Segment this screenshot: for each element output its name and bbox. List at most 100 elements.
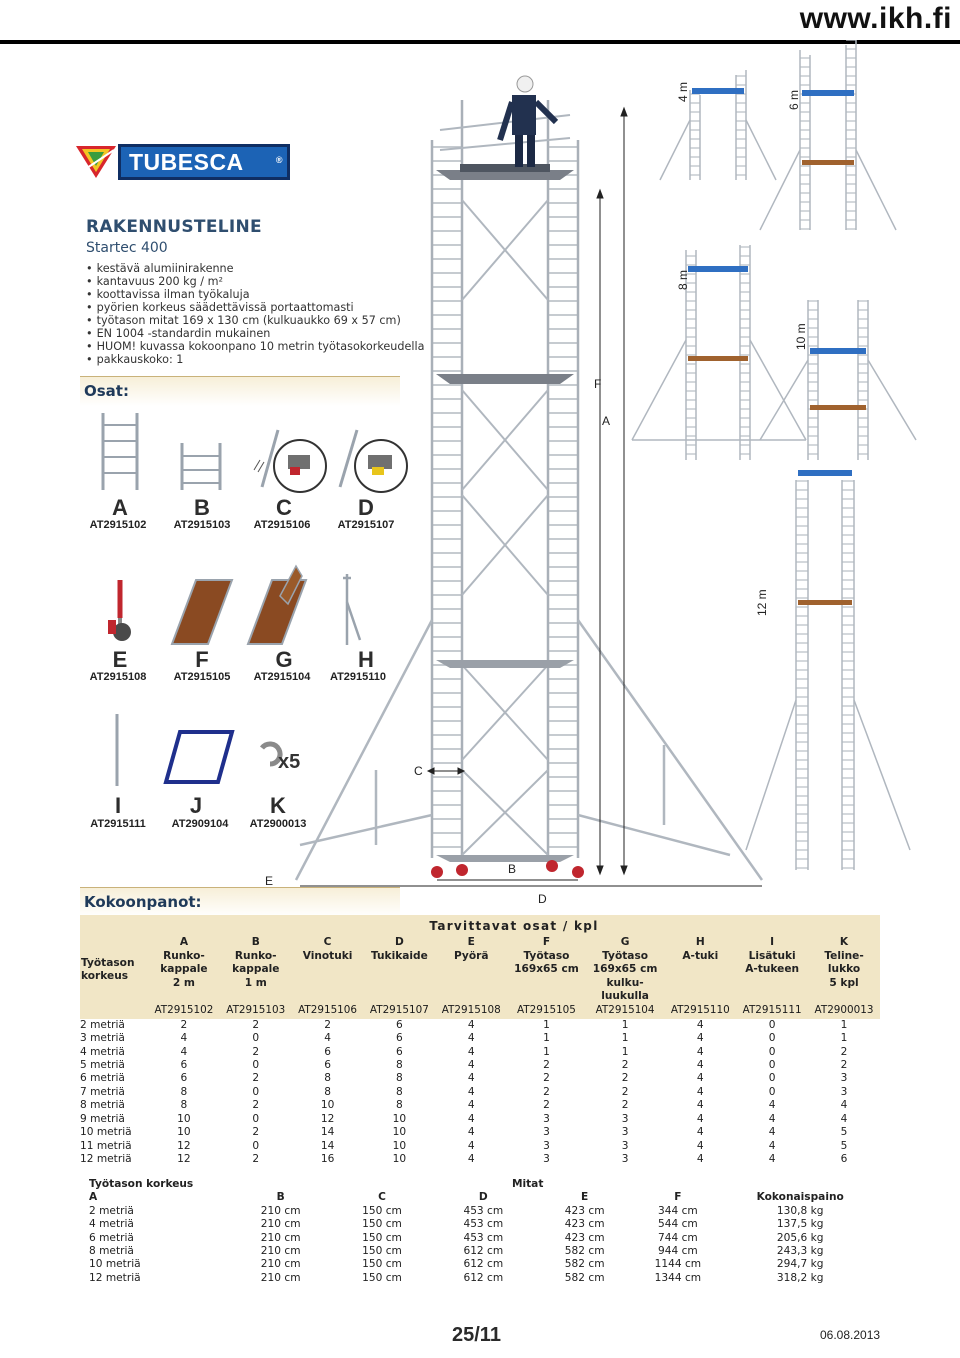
quantity-cell: 3	[840, 1085, 848, 1098]
dim-label-e: E	[265, 874, 274, 888]
part-code-c: AT2915106	[253, 519, 311, 531]
height-label-8m: 8 m	[676, 269, 690, 290]
scaffold-4m-6m	[659, 40, 897, 231]
part-letter-a: A	[112, 495, 128, 520]
height-label-12m: 12 m	[755, 589, 769, 616]
quantity-cell: 4	[696, 1045, 704, 1058]
quantity-cell: 6	[396, 1045, 403, 1058]
main-scaffold-illustration	[294, 40, 917, 887]
quantity-cell: 4	[696, 1059, 704, 1072]
outriggers	[294, 619, 764, 881]
row-height-cell: 6 metriä	[89, 1231, 134, 1244]
dimensions-col-b: B	[276, 1191, 285, 1204]
quantity-cell: 4	[467, 1032, 475, 1045]
quantity-cell: 2	[252, 1045, 260, 1058]
feature-item: koottavissa ilman työkaluja	[86, 288, 424, 301]
height-label-6m: 6 m	[787, 89, 801, 110]
dimension-cell: 612 cm	[463, 1271, 504, 1284]
dimension-cell: 423 cm	[564, 1204, 605, 1217]
parts-requirements-table: Tarvittavat osat / kpl Työtason korkeus …	[80, 915, 880, 1166]
quantity-cell: 4	[467, 1085, 475, 1098]
quantity-cell: 8	[180, 1085, 188, 1098]
quantity-cell: 10	[177, 1112, 191, 1125]
quantity-cell: 6	[180, 1072, 188, 1085]
brand-triangle-icon	[76, 146, 116, 178]
quantity-cell: 4	[696, 1152, 704, 1165]
quantity-cell: 0	[252, 1032, 260, 1045]
quantity-cell: 2	[252, 1099, 260, 1112]
quantity-cell: 10	[392, 1152, 407, 1165]
part-d-guardrail-image	[338, 429, 408, 493]
row-height-cell: 10 metriä	[89, 1258, 141, 1271]
feature-list: kestävä alumiinirakenne kantavuus 200 kg…	[86, 262, 425, 366]
dimensions-table: Työtason korkeus Mitat A B C D E F Kokon…	[80, 1178, 880, 1285]
parts-section-bar	[80, 376, 400, 406]
quantity-cell: 6	[840, 1152, 848, 1165]
part-b-frame-image	[180, 443, 222, 490]
tower-frames	[430, 75, 580, 862]
quantity-cell: 4	[467, 1072, 475, 1085]
quantity-cell: 14	[320, 1126, 335, 1139]
dimension-cell: 318,2 kg	[776, 1271, 824, 1284]
dimensions-height-header: Työtason korkeus	[89, 1178, 194, 1190]
quantity-cell: 2	[252, 1072, 260, 1085]
quantity-cell: 3	[543, 1126, 550, 1139]
quantity-cell: 10	[177, 1126, 191, 1139]
quantity-cell: 0	[768, 1032, 776, 1045]
quantity-cell: 8	[396, 1072, 403, 1085]
part-k-quantity: x5	[278, 751, 300, 773]
quantity-cell: 1	[840, 1032, 848, 1045]
dimension-cell: 944 cm	[658, 1245, 698, 1258]
page-number: 25/11	[452, 1324, 501, 1346]
part-code-b: AT2915103	[173, 519, 231, 531]
dimension-cell: 210 cm	[260, 1231, 301, 1244]
part-code-a: AT2915102	[89, 519, 147, 531]
quantity-cell: 0	[768, 1072, 776, 1085]
quantity-cell: 1	[840, 1018, 848, 1031]
quantity-cell: 4	[180, 1045, 188, 1058]
brand-name: TUBESCA ®	[118, 144, 290, 180]
site-url[interactable]: www.ikh.fi	[799, 2, 952, 35]
row-height-cell: 4 metriä	[89, 1218, 134, 1231]
feature-item: pakkauskoko: 1	[86, 353, 424, 366]
parts-illustrations: x5	[101, 413, 408, 786]
quantity-cell: 5	[840, 1139, 848, 1152]
quantity-cell: 4	[768, 1139, 776, 1152]
quantity-cell: 4	[696, 1018, 704, 1031]
quantity-cell: 2	[252, 1152, 260, 1165]
part-h-stabiliser-image	[343, 574, 362, 645]
quantity-cell: 4	[180, 1032, 188, 1045]
dimensions-mitat-header: Mitat	[511, 1178, 544, 1190]
quantity-cell: 3	[621, 1139, 629, 1152]
feature-item: kantavuus 200 kg / m²	[86, 275, 424, 288]
quantity-cell: 4	[467, 1126, 475, 1139]
quantity-cell: 1	[621, 1018, 629, 1031]
quantity-cell: 4	[840, 1112, 848, 1125]
part-letter-i: I	[114, 793, 122, 818]
quantity-cell: 0	[768, 1085, 776, 1098]
quantity-cell: 4	[768, 1099, 776, 1112]
part-e-caster-image	[108, 580, 131, 641]
dimensions-col-e: E	[581, 1191, 589, 1204]
quantity-cell: 6	[180, 1059, 188, 1072]
row-height-cell: 11 metriä	[80, 1139, 132, 1152]
quantity-cell: 2	[621, 1099, 629, 1112]
dimension-cell: 150 cm	[362, 1231, 402, 1244]
quantity-cell: 3	[621, 1126, 629, 1139]
row-height-cell: 2 metriä	[89, 1204, 134, 1217]
dimension-cell: 150 cm	[362, 1271, 402, 1284]
row-height-cell: 10 metriä	[80, 1126, 132, 1139]
quantity-cell: 2	[252, 1126, 260, 1139]
quantity-cell: 10	[320, 1099, 335, 1112]
quantity-cell: 12	[177, 1139, 191, 1152]
dimensions-col-a: A	[89, 1191, 98, 1204]
dimension-cell: 582 cm	[564, 1258, 605, 1271]
row-height-cell: 12 metriä	[89, 1271, 141, 1284]
quantity-cell: 10	[392, 1139, 407, 1152]
quantity-cell: 8	[324, 1085, 331, 1098]
quantity-cell: 0	[768, 1045, 776, 1058]
